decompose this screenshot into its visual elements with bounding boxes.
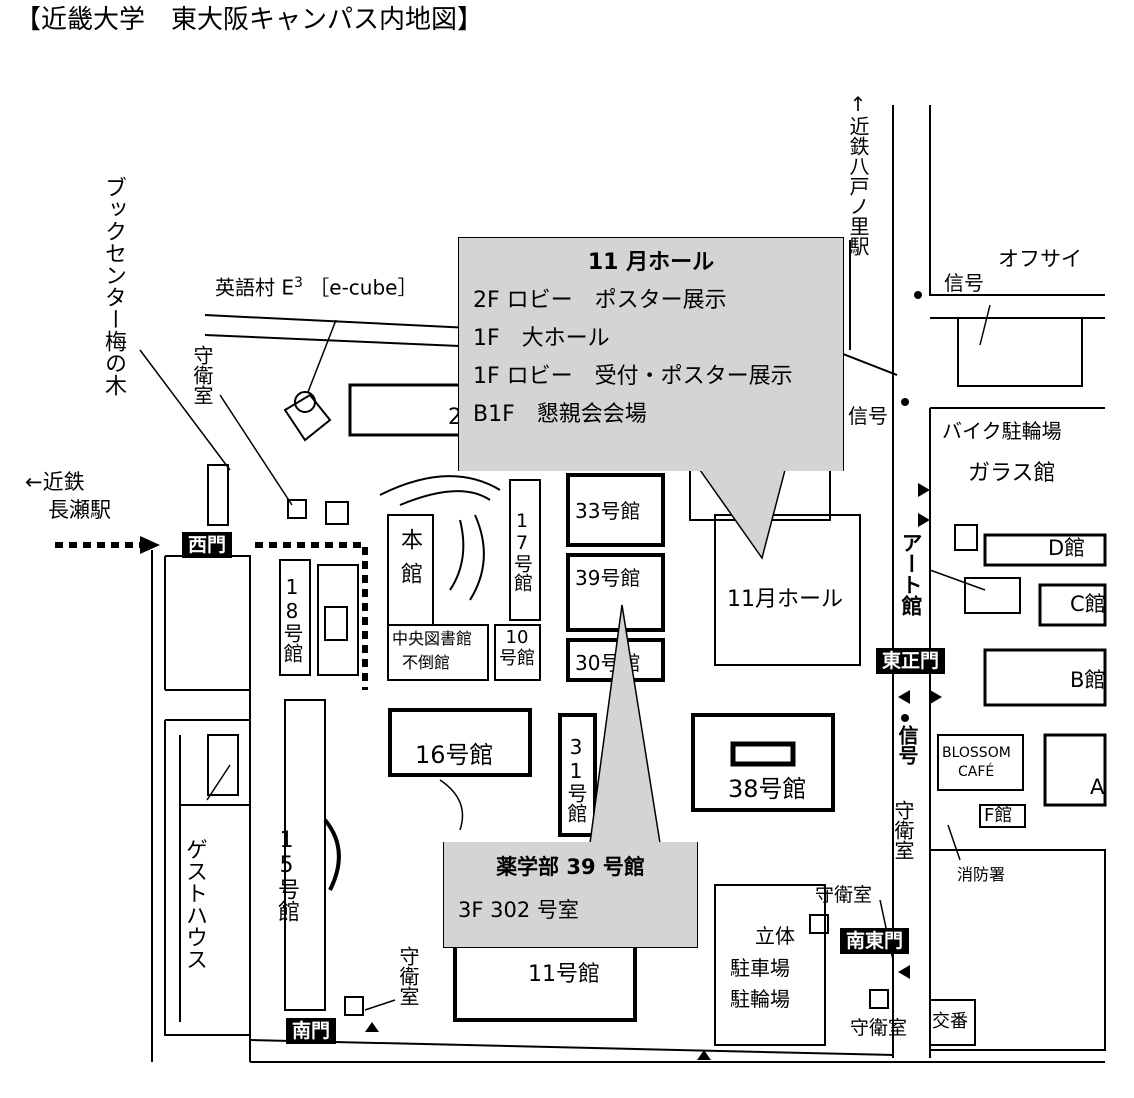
label-main-hall: 本館	[397, 528, 422, 596]
building-f	[979, 804, 1026, 828]
label-b17: 17号館	[511, 510, 533, 592]
callout-hall11: 11 月ホール 2F ロビー ポスター展示 1F 大ホール 1F ロビー 受付・…	[458, 237, 844, 471]
label-signal-top: 信号	[944, 271, 984, 295]
label-a-hall: A	[1090, 775, 1105, 799]
station-nagase-line1: ←近鉄	[25, 470, 85, 494]
building-16	[388, 708, 532, 777]
label-book-center: ブックセンター梅の木	[101, 176, 126, 396]
building-koban	[929, 999, 976, 1046]
callout-hall11-line: 1F 大ホール	[473, 326, 610, 351]
building-15	[284, 699, 326, 1011]
label-cafe: CAFÉ	[958, 764, 995, 780]
label-c-hall: C館	[1070, 592, 1106, 616]
label-d-hall: D館	[1048, 536, 1086, 560]
label-bike: バイク駐輪場	[942, 419, 1062, 443]
label-parking-car: 駐車場	[730, 956, 790, 980]
label-b18: 18号館	[280, 575, 304, 663]
label-parking: 立体	[755, 924, 795, 948]
label-b38: 38号館	[728, 775, 807, 803]
callout-pharmacy39-heading: 薬学部 39 号館	[496, 855, 645, 879]
label-f-hall: F館	[984, 805, 1013, 826]
road-outline	[249, 1039, 894, 1056]
callout-pharmacy39-line: 3F 302 号室	[458, 898, 579, 922]
leader-line	[139, 349, 231, 471]
signal-dot	[901, 714, 909, 722]
label-office: オフサイ	[998, 247, 1082, 271]
map-title: 【近畿大学 東大阪キャンパス内地図】	[15, 5, 484, 35]
signal-dot	[914, 291, 922, 299]
road-outline	[164, 720, 250, 1036]
signal-dot	[901, 398, 909, 406]
walking-route	[55, 542, 368, 690]
label-b11: 11号館	[528, 962, 600, 987]
label-b33: 33号館	[575, 499, 641, 523]
leader-line	[219, 394, 293, 506]
label-b10: 10号館	[499, 627, 535, 669]
leader-line	[979, 304, 991, 346]
building-18	[279, 559, 311, 676]
building-fire	[929, 849, 1106, 1051]
building-38	[691, 713, 835, 812]
label-signal-east: 信号	[895, 725, 919, 765]
label-guard-southeast: 守衛室	[891, 800, 915, 860]
building-glass	[954, 524, 978, 551]
callout-hall11-line: 1F ロビー 受付・ポスター展示	[473, 364, 793, 389]
label-guard-east: 守衛室	[815, 884, 873, 906]
building-b	[983, 648, 1107, 707]
callout-hall11-heading: 11 月ホール	[587, 250, 715, 275]
callout-hall11-line: 2F ロビー ポスター展示	[473, 288, 727, 313]
building-a	[1043, 733, 1107, 807]
building-17	[509, 479, 541, 621]
label-koban: 交番	[932, 1011, 968, 1032]
label-b39: 39号館	[575, 566, 641, 590]
guesthouse-building	[207, 734, 239, 796]
gate-southeast[interactable]: 南東門	[840, 928, 910, 954]
label-guard-bottom: 守衛室	[850, 1017, 908, 1039]
building-10	[494, 624, 541, 681]
building-c	[1038, 583, 1107, 627]
gate-west[interactable]: 西門	[182, 532, 233, 558]
label-library: 中央図書館	[392, 629, 473, 648]
leader-line	[929, 569, 986, 591]
gate-east-main[interactable]: 東正門	[876, 648, 946, 674]
label-art: アート館	[899, 532, 923, 616]
label-glass: ガラス館	[968, 461, 1056, 486]
leader-line	[364, 999, 396, 1011]
leader-line	[206, 764, 231, 801]
label-b16: 16号館	[415, 741, 494, 769]
building-31	[558, 713, 597, 837]
building-39	[566, 553, 665, 632]
label-blossom: BLOSSOM	[942, 745, 1011, 761]
label-b15: 15号館	[274, 828, 299, 922]
building-11-hall	[714, 514, 861, 666]
label-fire-station: 消防署	[957, 865, 1006, 884]
building-library	[387, 624, 489, 681]
parking-building	[714, 884, 826, 1046]
road-outline	[957, 318, 1083, 387]
road-outline	[929, 105, 1105, 296]
building-18-annex	[317, 564, 359, 676]
label-library-name: 不倒館	[402, 653, 451, 672]
route-arrow-icon	[140, 536, 160, 554]
label-signal-mid: 信号	[848, 404, 888, 428]
station-yaenosato: ↑近鉄八戸ノ里駅	[846, 92, 870, 256]
label-guesthouse: ゲストハウス	[182, 838, 207, 970]
gate-south[interactable]: 南門	[286, 1018, 337, 1044]
label-guard-left: 守衛室	[190, 345, 214, 405]
label-guard-south: 守衛室	[396, 946, 420, 1006]
label-b-hall: B館	[1070, 668, 1106, 692]
callout-pharmacy39: 薬学部 39 号館 3F 302 号室	[443, 842, 698, 948]
label-eigomura: 英語村 E3 ［e-cube］	[215, 275, 418, 300]
building-d	[983, 533, 1107, 567]
label-hall11-building: 11月ホール	[727, 587, 843, 612]
building-33	[566, 473, 665, 547]
label-parking-bike: 駐輪場	[730, 987, 790, 1011]
leader-line	[307, 319, 337, 393]
building-blossom	[937, 734, 1024, 791]
leader-line	[947, 824, 961, 861]
station-nagase-line2: 長瀬駅	[48, 498, 111, 522]
label-b31: 31号館	[564, 735, 588, 823]
callout-hall11-line: B1F 懇親会会場	[473, 402, 647, 427]
